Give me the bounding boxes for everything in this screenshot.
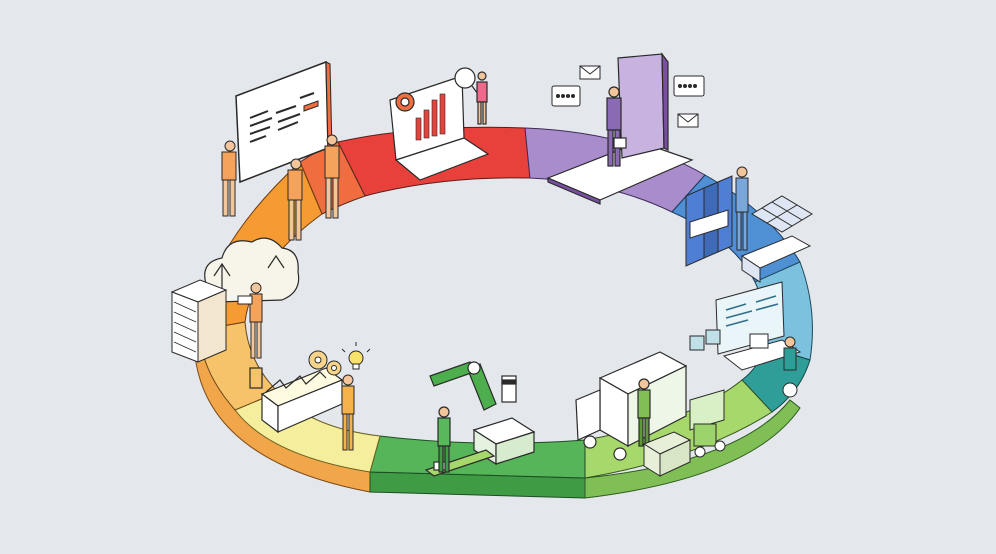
- cloud-icon: [203, 237, 300, 303]
- envelope-icon: [579, 65, 699, 128]
- robot-arm-icon: [424, 361, 536, 477]
- binder-icon: [685, 166, 812, 283]
- server-rack-icon: [170, 279, 228, 363]
- factory-icon: [249, 367, 344, 434]
- engineer-figure: [341, 374, 355, 451]
- gear-icon: [308, 350, 342, 376]
- message-bubble-icon: [551, 75, 705, 107]
- chart-icon: [389, 67, 490, 181]
- lightbulb-icon: [341, 342, 371, 370]
- puzzle-icon: [689, 329, 721, 351]
- whiteboard-icon: [235, 60, 333, 184]
- computer-icon: [715, 281, 802, 398]
- operator-figure: [237, 282, 263, 359]
- smartphone-icon: [546, 52, 694, 205]
- truck-icon: [575, 351, 688, 461]
- forklift-icon: [642, 389, 726, 477]
- solar-panel-icon: [751, 195, 813, 233]
- presenter-figures: [221, 134, 340, 241]
